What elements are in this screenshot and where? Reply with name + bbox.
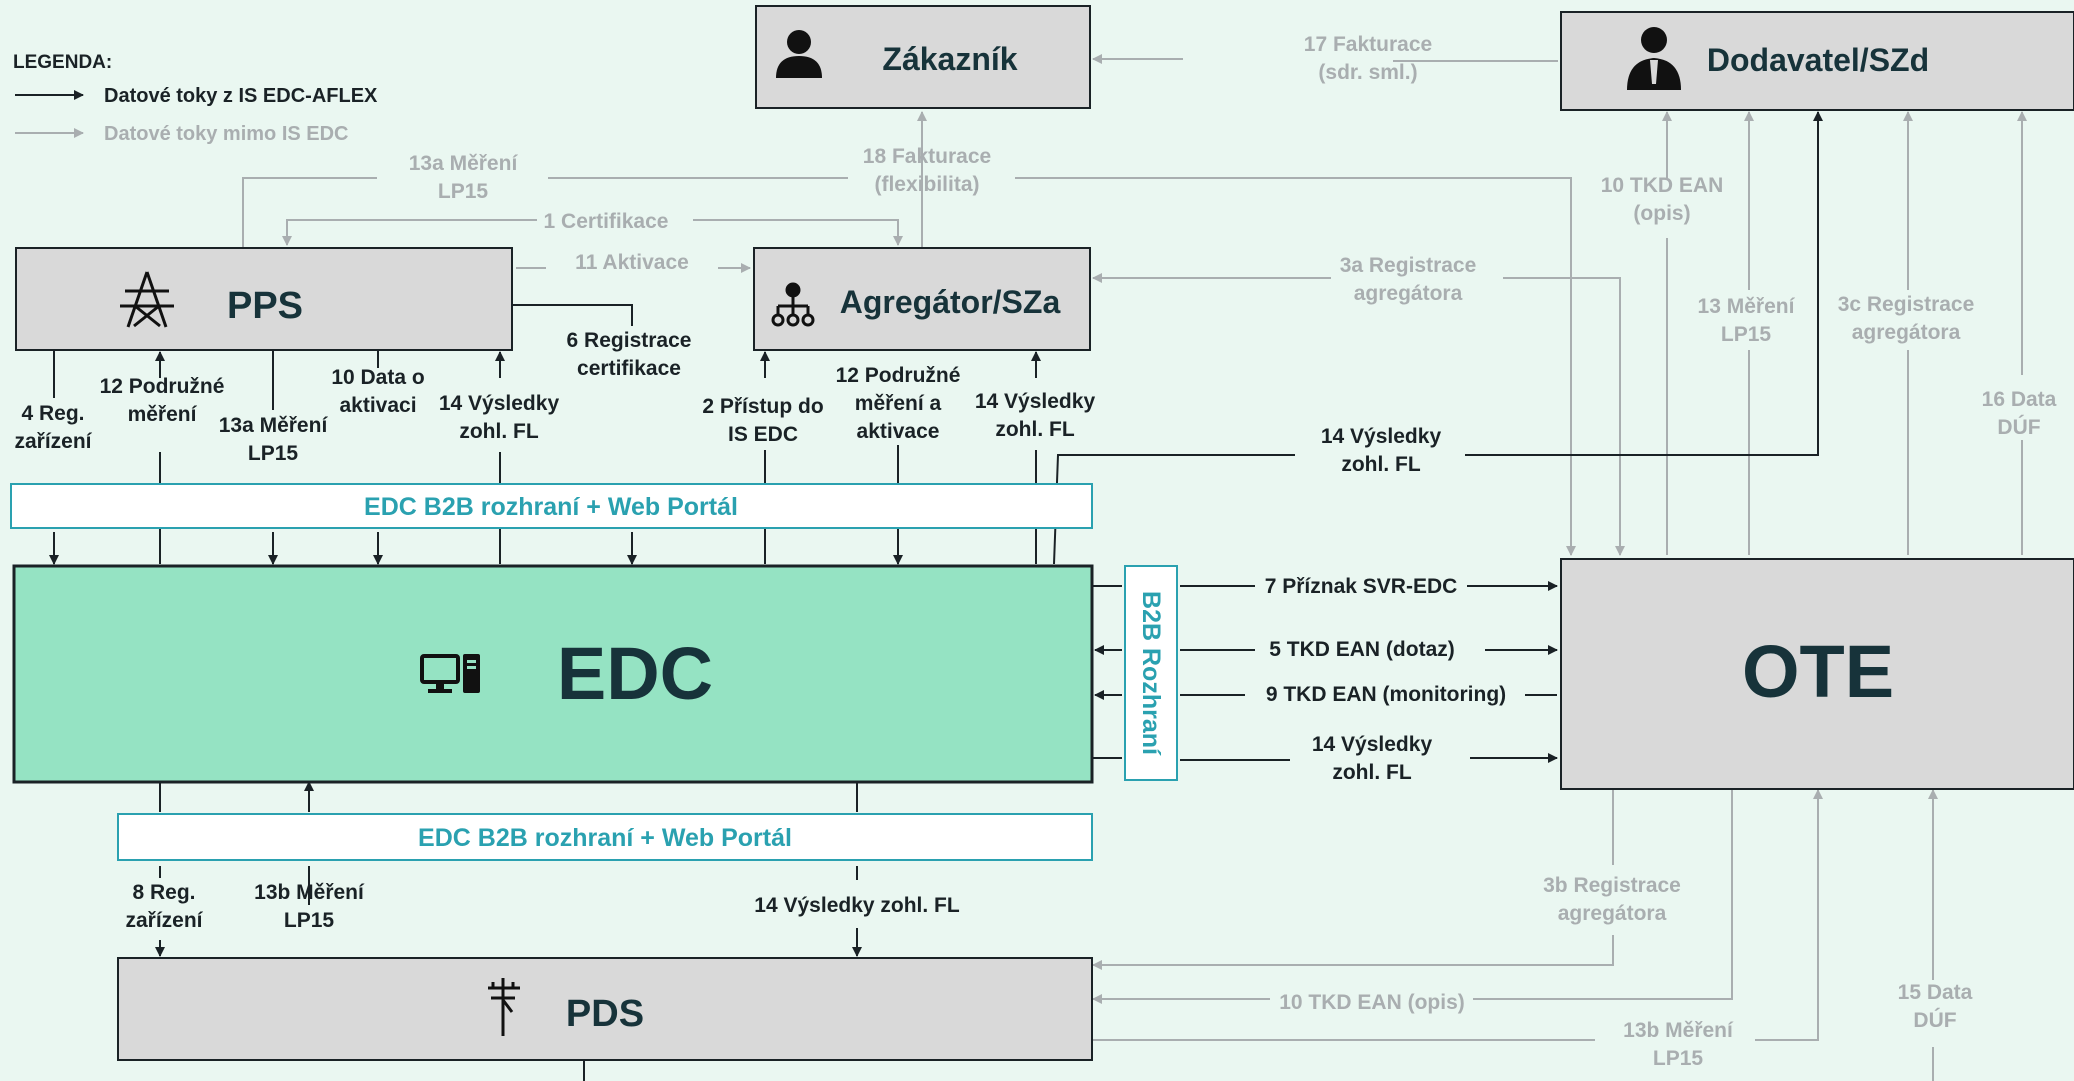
- flow-labels: 17 Fakturace(sdr. sml.) 18 Fakturace(flex…: [14, 33, 2056, 1070]
- flow-label-f9: 9 TKD EAN (monitoring): [1266, 683, 1506, 706]
- external-flows: [242, 54, 2027, 1081]
- dodavatel-title: Dodavatel/SZd: [1707, 42, 1929, 78]
- node-edc: EDC: [12, 564, 1094, 784]
- flow-label-f4: 4 Reg.zařízení: [14, 402, 92, 453]
- flow-label-f8: 8 Reg.zařízení: [125, 881, 203, 932]
- flow-label-f1: 1 Certifikace: [544, 210, 669, 233]
- businessman-icon: [1627, 27, 1681, 90]
- node-pps: PPS: [15, 247, 513, 351]
- zakaznik-title: Zákazník: [882, 41, 1017, 77]
- flow-label-f14-pds: 14 Výsledky zohl. FL: [754, 894, 960, 917]
- legend: LEGENDA: Datové toky z IS EDC-AFLEX Dato…: [13, 52, 378, 145]
- pps-title: PPS: [227, 285, 303, 327]
- utility-pole-icon: [488, 978, 520, 1036]
- flow-label-f18: 18 Fakturace(flexibilita): [863, 145, 991, 196]
- node-zakaznik: Zákazník: [755, 5, 1091, 109]
- b2b-interface: B2B Rozhraní: [1124, 565, 1178, 781]
- portal-bottom-label: EDC B2B rozhraní + Web Portál: [418, 824, 792, 852]
- hierarchy-icon: [771, 282, 815, 327]
- node-dodavatel: Dodavatel/SZd: [1560, 11, 2074, 111]
- flow-label-f7: 7 Příznak SVR-EDC: [1265, 575, 1458, 598]
- node-agregator: Agregátor/SZa: [753, 247, 1091, 351]
- legend-title: LEGENDA:: [13, 52, 112, 73]
- flow-label-f5: 5 TKD EAN (dotaz): [1269, 638, 1455, 661]
- flow-label-f10-top: 10 TKD EAN(opis): [1601, 174, 1724, 225]
- flow-label-f17: 17 Fakturace(sdr. sml.): [1304, 33, 1432, 84]
- b2b-label: B2B Rozhraní: [1137, 591, 1165, 756]
- person-icon: [776, 30, 822, 78]
- computer-icon: [420, 654, 480, 693]
- portal-bottom: EDC B2B rozhraní + Web Portál: [117, 813, 1093, 861]
- node-pds: PDS: [117, 957, 1093, 1061]
- flow-label-f11: 11 Aktivace: [575, 251, 689, 274]
- flow-label-f10-pds: 10 TKD EAN (opis): [1279, 991, 1465, 1014]
- legend-internal: Datové toky z IS EDC-AFLEX: [104, 85, 378, 107]
- portal-top: EDC B2B rozhraní + Web Portál: [10, 483, 1093, 529]
- agregator-title: Agregátor/SZa: [840, 284, 1061, 320]
- node-ote: OTE: [1560, 558, 2074, 790]
- legend-external: Datové toky mimo IS EDC: [104, 123, 349, 145]
- transmission-tower-icon: [120, 271, 174, 328]
- portal-top-label: EDC B2B rozhraní + Web Portál: [364, 493, 738, 521]
- ote-title: OTE: [1742, 630, 1894, 713]
- edc-title: EDC: [557, 632, 713, 715]
- pds-title: PDS: [566, 993, 644, 1035]
